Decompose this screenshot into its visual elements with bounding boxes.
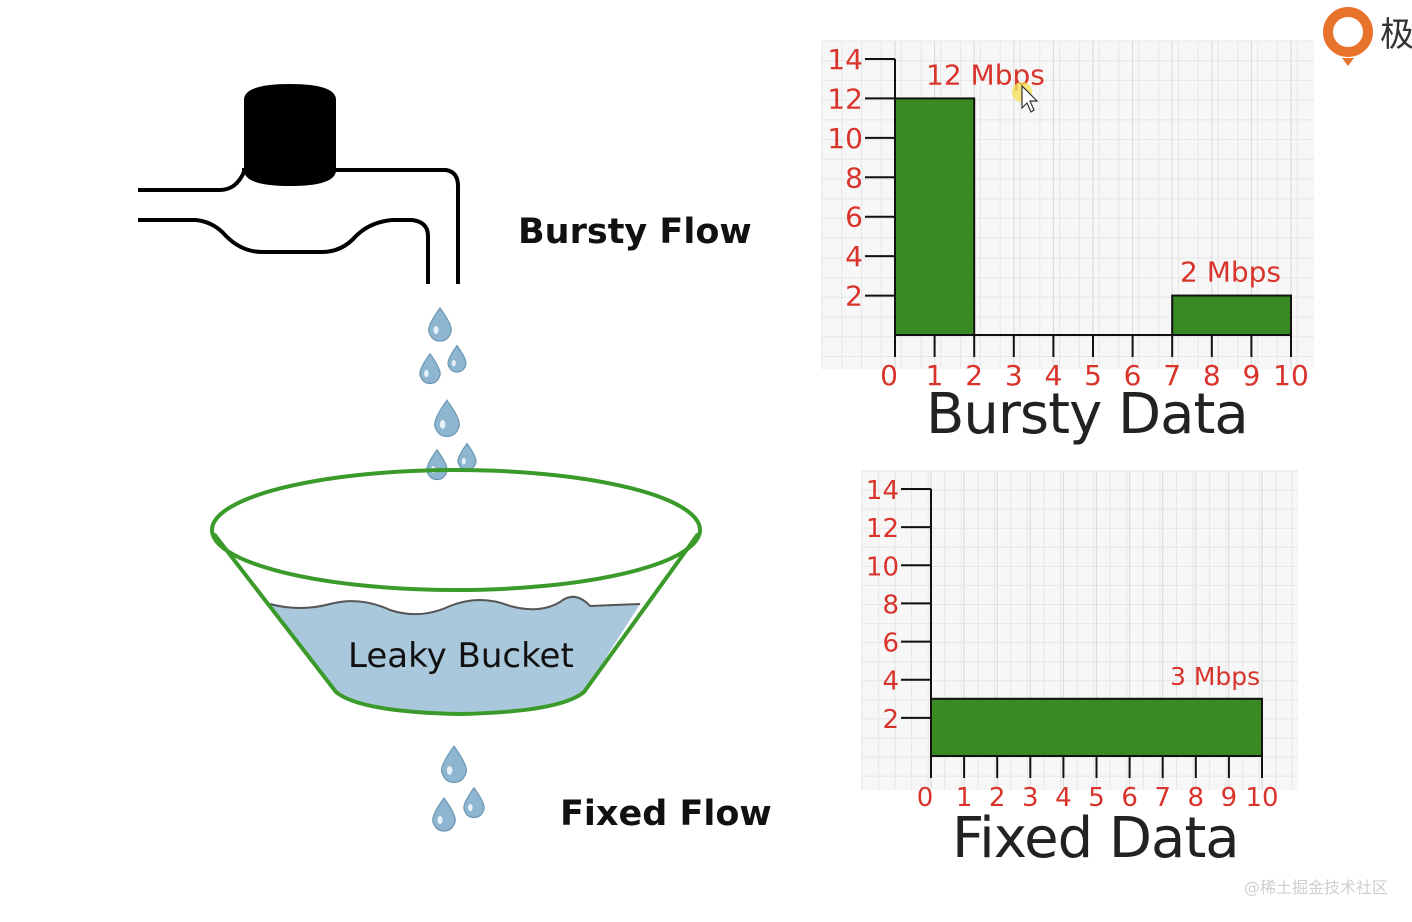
bursty-flow-label: Bursty Flow bbox=[518, 212, 752, 252]
y-tick-label: 12 bbox=[827, 82, 863, 115]
faucet-icon bbox=[138, 84, 460, 284]
x-tick-label: 2 bbox=[989, 783, 1006, 813]
y-tick-label: 14 bbox=[827, 43, 863, 76]
bar bbox=[894, 97, 976, 336]
fixed-data-title: Fixed Data bbox=[952, 806, 1240, 871]
y-tick-label: 2 bbox=[845, 280, 863, 313]
y-tick-label: 6 bbox=[845, 201, 863, 234]
x-tick-label: 4 bbox=[1055, 783, 1072, 813]
y-tick-label: 8 bbox=[882, 590, 899, 620]
x-tick-label: 2 bbox=[965, 359, 983, 392]
watermark-text: @稀土掘金技术社区 bbox=[1243, 878, 1388, 897]
mouse-cursor-icon bbox=[1012, 82, 1039, 113]
x-tick-label: 3 bbox=[1005, 359, 1023, 392]
y-tick-label: 6 bbox=[882, 629, 899, 659]
y-tick-label: 2 bbox=[882, 705, 899, 735]
bar-value-label: 2 Mbps bbox=[1180, 256, 1281, 289]
leaky-bucket-icon bbox=[210, 468, 702, 717]
bar-value-label: 3 Mbps bbox=[1170, 662, 1260, 691]
y-tick-label: 14 bbox=[866, 476, 899, 506]
x-tick-label: 3 bbox=[1022, 783, 1039, 813]
x-tick-label: 1 bbox=[956, 783, 973, 813]
x-tick-label: 6 bbox=[1124, 359, 1142, 392]
x-tick-label: 7 bbox=[1154, 783, 1171, 813]
y-tick-label: 12 bbox=[866, 514, 899, 544]
y-tick-label: 10 bbox=[866, 552, 899, 582]
water-drop-icon bbox=[463, 786, 485, 819]
x-tick-label: 1 bbox=[926, 359, 944, 392]
x-tick-label: 9 bbox=[1242, 359, 1260, 392]
x-tick-label: 5 bbox=[1084, 359, 1102, 392]
water-drop-icon bbox=[426, 448, 448, 481]
x-tick-label: 8 bbox=[1203, 359, 1221, 392]
x-tick-label: 8 bbox=[1188, 783, 1205, 813]
x-tick-label: 4 bbox=[1044, 359, 1062, 392]
logo-glyph: 极 bbox=[1380, 15, 1412, 55]
water-drop-icon bbox=[432, 796, 456, 832]
x-tick-label: 10 bbox=[1273, 359, 1309, 392]
fixed-flow-label: Fixed Flow bbox=[560, 794, 772, 834]
water-drop-icon bbox=[457, 442, 477, 471]
y-tick-label: 8 bbox=[845, 161, 863, 194]
water-drop-icon bbox=[428, 306, 452, 342]
x-tick-label: 9 bbox=[1221, 783, 1238, 813]
water-drops-out-icon bbox=[432, 745, 485, 832]
x-tick-label: 0 bbox=[880, 359, 898, 392]
y-tick-label: 4 bbox=[845, 240, 863, 273]
x-tick-label: 10 bbox=[1245, 783, 1278, 813]
bar bbox=[930, 697, 1263, 757]
water-drop-icon bbox=[447, 344, 467, 373]
x-tick-label: 7 bbox=[1163, 359, 1181, 392]
brand-logo-icon: 极 bbox=[1320, 0, 1412, 72]
y-tick-label: 4 bbox=[882, 667, 899, 697]
leaky-bucket-label: Leaky Bucket bbox=[348, 636, 574, 676]
water-drop-icon bbox=[434, 399, 460, 438]
x-tick-label: 5 bbox=[1088, 783, 1105, 813]
bar bbox=[1171, 294, 1292, 337]
water-drop-icon bbox=[419, 352, 441, 385]
bursty-data-title: Bursty Data bbox=[926, 382, 1249, 447]
water-drop-icon bbox=[441, 745, 467, 784]
water-drops-icon bbox=[419, 306, 477, 481]
y-tick-label: 10 bbox=[827, 122, 863, 155]
x-tick-label: 6 bbox=[1121, 783, 1138, 813]
x-tick-label: 0 bbox=[917, 783, 934, 813]
